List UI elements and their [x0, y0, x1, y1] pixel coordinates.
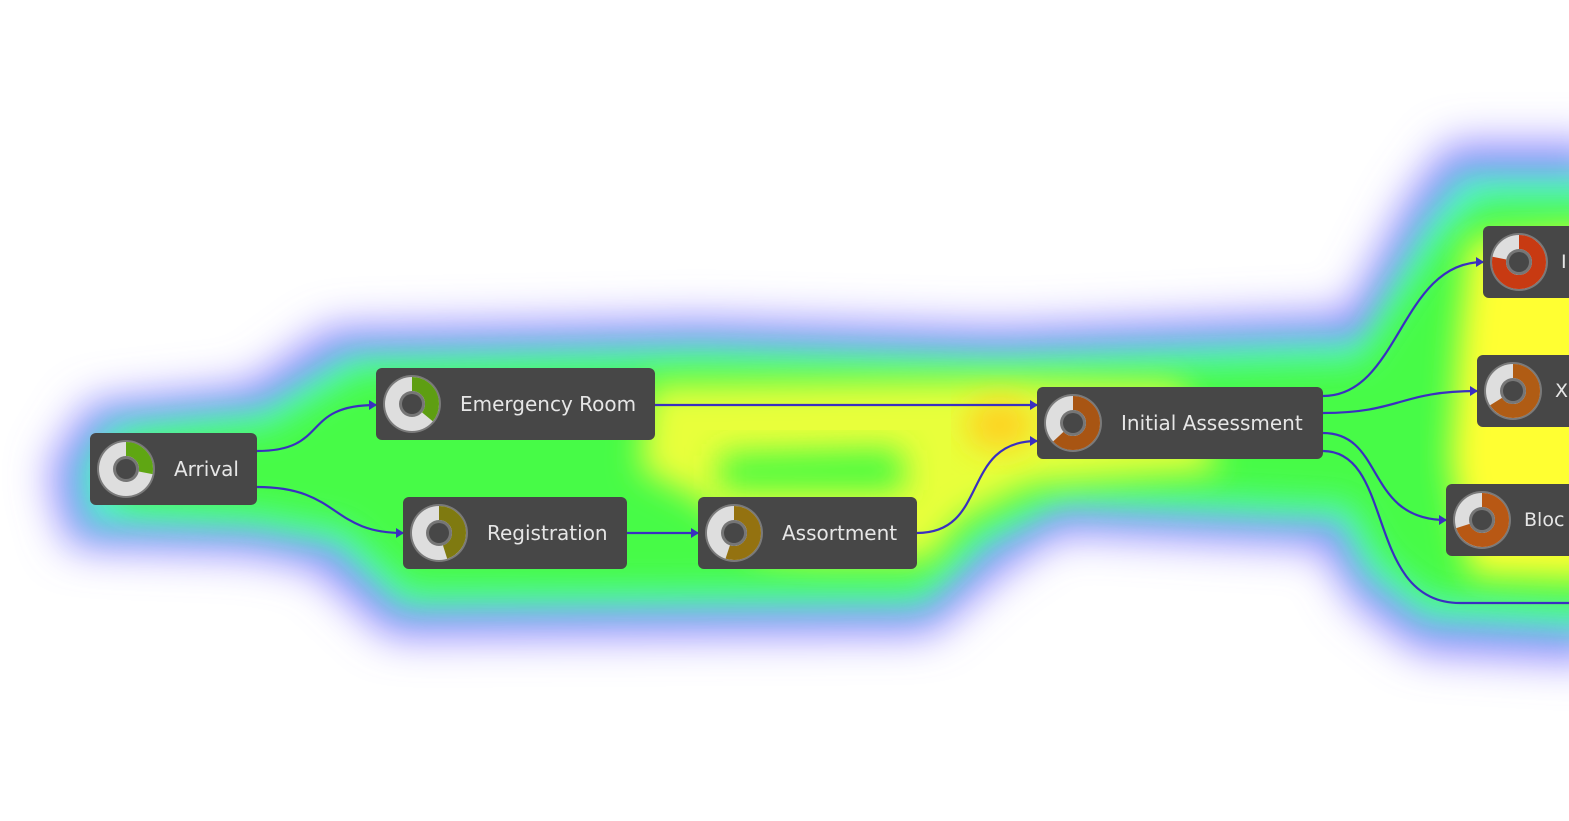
donut-progress-icon — [1453, 491, 1511, 549]
edge-initial-assessment-bloc — [1322, 431, 1447, 525]
edge-arrival-emergency-room — [256, 400, 377, 453]
node-arrival[interactable]: Arrival — [90, 433, 257, 505]
node-label: Bloc — [1524, 509, 1565, 531]
donut-progress-icon — [410, 504, 468, 562]
donut-progress-icon — [705, 504, 763, 562]
node-label: Registration — [487, 521, 608, 545]
node-registration[interactable]: Registration — [403, 497, 627, 569]
node-label: Initial Assessment — [1121, 411, 1303, 435]
node-bloc[interactable]: Bloc — [1446, 484, 1569, 556]
donut-progress-icon — [383, 375, 441, 433]
edge-arrival-registration — [256, 485, 404, 538]
node-label: Assortment — [782, 521, 898, 545]
edge-initial-assessment-x — [1322, 386, 1478, 415]
node-assortment[interactable]: Assortment — [698, 497, 917, 569]
node-emergency-room[interactable]: Emergency Room — [376, 368, 655, 440]
node-x[interactable]: X — [1477, 355, 1569, 427]
edge-assortment-initial-assessment — [916, 436, 1038, 535]
node-label: Arrival — [174, 457, 239, 481]
edge-initial-assessment-offscreen — [1322, 449, 1569, 605]
donut-progress-icon — [97, 440, 155, 498]
node-label: I — [1561, 251, 1567, 273]
donut-progress-icon — [1490, 233, 1548, 291]
edge-initial-assessment-i — [1322, 257, 1484, 398]
node-initial-assessment[interactable]: Initial Assessment — [1037, 387, 1323, 459]
donut-progress-icon — [1044, 394, 1102, 452]
node-label: X — [1555, 380, 1569, 402]
node-i[interactable]: I — [1483, 226, 1569, 298]
donut-progress-icon — [1484, 362, 1542, 420]
node-label: Emergency Room — [460, 392, 637, 416]
